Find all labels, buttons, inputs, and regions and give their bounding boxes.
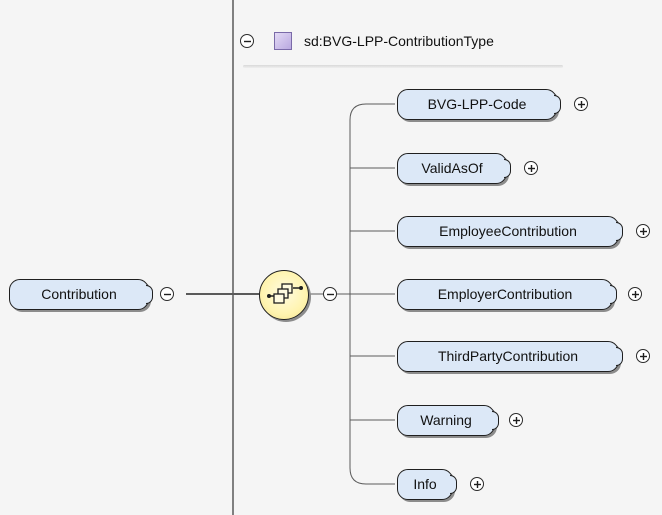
expand-button-warning[interactable] (509, 413, 523, 427)
expand-button-third-party-contribution[interactable] (636, 349, 650, 363)
expand-button-employer-contribution[interactable] (628, 287, 642, 301)
root-collapse-button[interactable] (160, 287, 174, 301)
child-element-employer-contribution[interactable]: EmployerContribution (397, 279, 617, 310)
plus-icon (640, 353, 647, 360)
plus-icon (528, 165, 535, 172)
child-element-warning[interactable]: Warning (397, 405, 499, 436)
root-element-node[interactable]: Contribution (9, 279, 153, 310)
sequence-collapse-button[interactable] (323, 287, 337, 301)
plus-icon (578, 101, 585, 108)
plus-icon (474, 481, 481, 488)
minus-icon (164, 293, 171, 296)
sequence-compositor-icon (267, 283, 303, 304)
plus-icon (632, 291, 639, 298)
child-element-validasof[interactable]: ValidAsOf (397, 153, 511, 184)
plus-icon (640, 228, 647, 235)
complex-type-label: sd:BVG-LPP-ContributionType (304, 33, 494, 49)
expand-button-bvg-lpp-code[interactable] (574, 97, 588, 111)
minus-icon (244, 40, 251, 43)
plus-icon (513, 417, 520, 424)
expand-button-employee-contribution[interactable] (636, 224, 650, 238)
expand-button-validasof[interactable] (524, 161, 538, 175)
expand-button-info[interactable] (470, 477, 484, 491)
type-collapse-button[interactable] (240, 34, 254, 48)
sequence-compositor[interactable] (259, 270, 309, 320)
child-element-employee-contribution[interactable]: EmployeeContribution (397, 216, 623, 247)
type-header-divider (243, 65, 563, 68)
minus-icon (327, 293, 334, 296)
child-element-third-party-contribution[interactable]: ThirdPartyContribution (397, 341, 623, 372)
complex-type-icon (274, 32, 292, 50)
child-element-info[interactable]: Info (397, 469, 457, 500)
child-element-bvg-lpp-code[interactable]: BVG-LPP-Code (397, 89, 561, 120)
